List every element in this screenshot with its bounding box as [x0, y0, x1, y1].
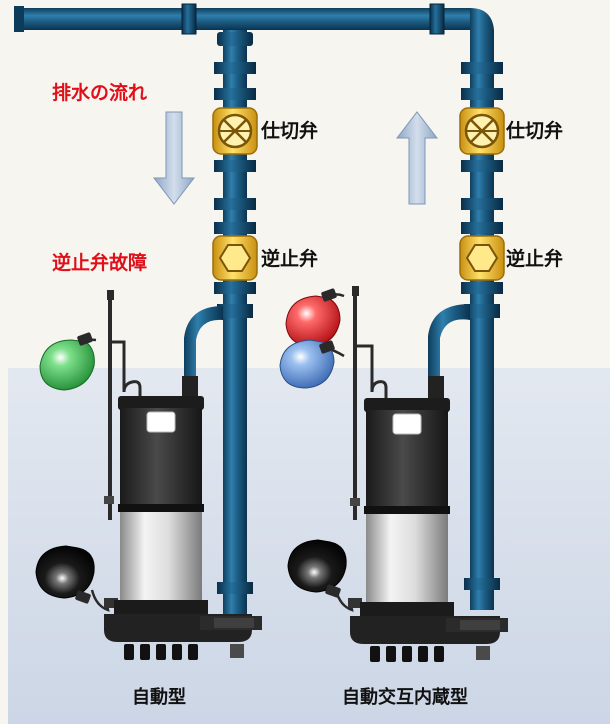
pump-right: [325, 286, 508, 662]
float-switch-black: [287, 539, 347, 598]
gate-valve-icon: [212, 107, 258, 155]
gate-valve-label-left: 仕切弁: [261, 120, 319, 142]
flow-label: 排水の流れ: [52, 82, 148, 104]
arrow-down-icon: [152, 111, 196, 205]
float-switch-green: [39, 332, 95, 391]
float-switch-blue: [279, 339, 335, 389]
float-switch-black: [35, 545, 95, 604]
gate-valve-icon: [459, 107, 505, 155]
arrow-up-icon: [395, 111, 439, 205]
gate-valve-label-right: 仕切弁: [506, 120, 564, 142]
discharge-header-pipe: [14, 3, 494, 50]
check-valve-icon: [459, 235, 505, 281]
float-switch-red: [285, 288, 341, 347]
check-valve-icon: [212, 235, 258, 281]
pump-right-caption: 自動交互内蔵型: [342, 687, 468, 708]
pump-left-caption: 自動型: [132, 687, 186, 708]
check-valve-label-right: 逆止弁: [506, 248, 564, 270]
pump-left: [68, 290, 262, 660]
check-valve-label-left: 逆止弁: [261, 248, 319, 270]
fault-label: 逆止弁故障: [52, 252, 148, 274]
